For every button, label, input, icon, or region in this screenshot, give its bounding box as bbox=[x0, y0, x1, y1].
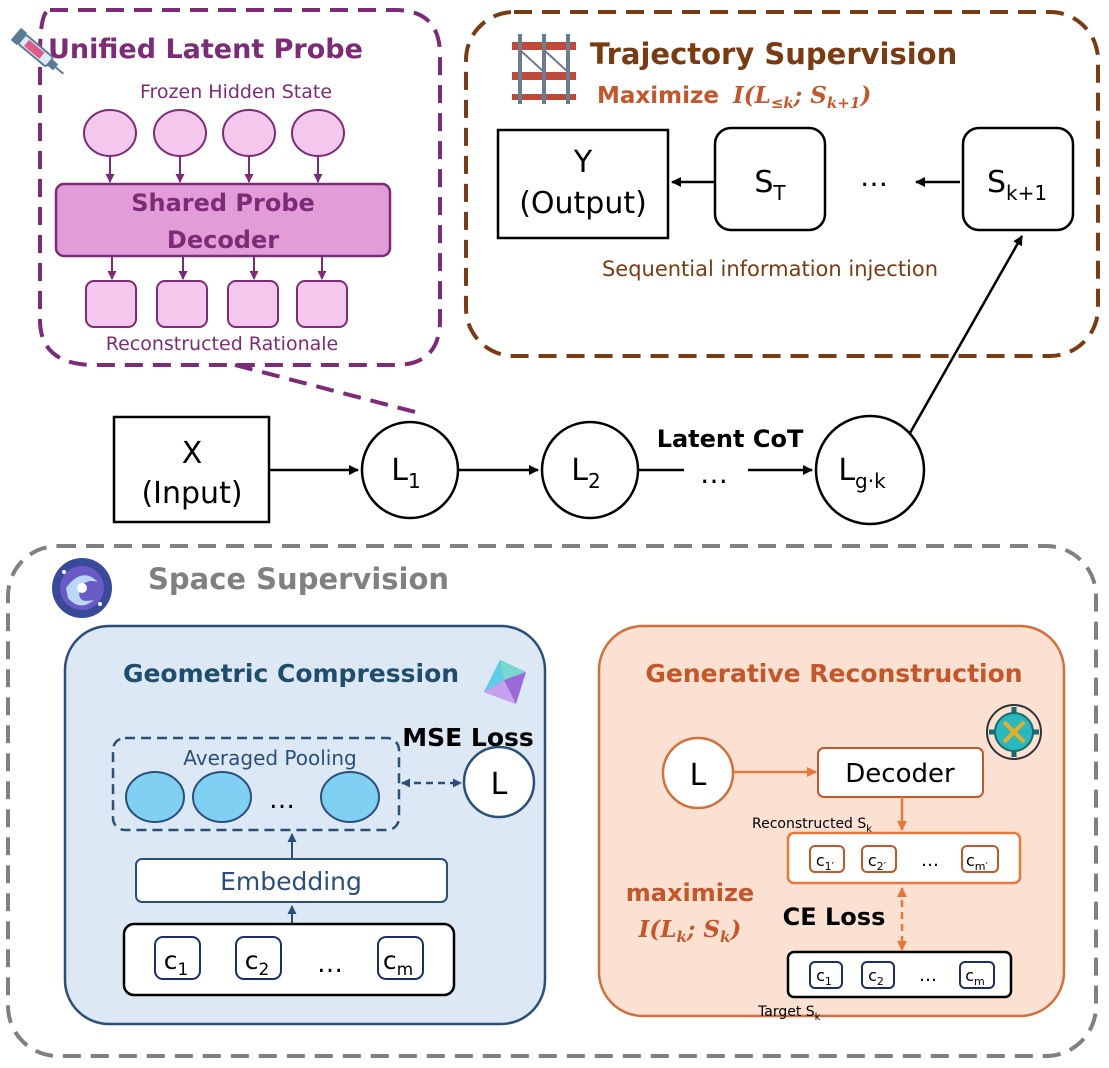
token-box bbox=[227, 280, 279, 328]
output-label-text: (Output) bbox=[519, 186, 647, 221]
frozen-hidden-state-label: Frozen Hidden State bbox=[140, 81, 332, 103]
reconstructed-token bbox=[809, 845, 845, 873]
l2-label: L2 bbox=[571, 453, 600, 493]
syringe-icon bbox=[10, 27, 64, 75]
target-sequence-box bbox=[786, 950, 1013, 999]
token-ellipsis: … bbox=[317, 949, 343, 979]
probe-callout-line bbox=[234, 363, 416, 414]
target-token bbox=[959, 961, 995, 989]
trajectory-title: Trajectory Supervision bbox=[590, 37, 957, 71]
reconstructed-token-label: c2′ bbox=[868, 851, 887, 873]
reconstructed-token-label: cm′ bbox=[966, 851, 989, 873]
generative-l-label: L bbox=[690, 758, 707, 793]
token-box bbox=[296, 280, 348, 328]
input-label-text: (Input) bbox=[141, 476, 242, 511]
output-label-y: Y bbox=[573, 145, 593, 180]
target-token-label: c1 bbox=[816, 966, 832, 988]
token-sequence-box bbox=[122, 922, 456, 997]
ce-loss-label: CE Loss bbox=[783, 903, 886, 931]
target-ellipsis: … bbox=[919, 965, 937, 986]
token-box bbox=[85, 280, 137, 328]
pooled-node bbox=[125, 771, 185, 823]
gear-tools-icon bbox=[986, 704, 1042, 760]
probe-panel: Unified Latent Probe Frozen Hidden State… bbox=[10, 8, 442, 414]
target-token-label: cm bbox=[965, 966, 985, 988]
latent-chain: X (Input) L1 L2 Latent CoT … Lg·k bbox=[112, 235, 1024, 526]
decoder-label-line1: Shared Probe bbox=[131, 189, 315, 217]
injection-label: Sequential information injection bbox=[602, 257, 938, 281]
input-label-x: X bbox=[182, 436, 203, 471]
pooling-label: Averaged Pooling bbox=[183, 746, 357, 770]
reconstructed-ellipsis: … bbox=[921, 850, 939, 871]
target-token-label: c2 bbox=[868, 966, 884, 988]
hidden-state-node bbox=[291, 109, 345, 157]
geometric-compression-panel: Geometric Compression Averaged Pooling …… bbox=[63, 624, 547, 1026]
galaxy-icon bbox=[52, 558, 112, 618]
frozen-hidden-states bbox=[83, 109, 345, 183]
lgk-label: Lg·k bbox=[838, 453, 886, 493]
reconstructed-token bbox=[861, 845, 897, 873]
token-c2 bbox=[235, 936, 282, 980]
generative-decoder-box bbox=[817, 747, 984, 798]
space-panel: Space Supervision Geometric Compression … bbox=[6, 544, 1098, 1058]
trajectory-panel: Trajectory Supervision Maximize I(L≤k; S… bbox=[464, 10, 1100, 358]
hidden-state-node bbox=[222, 109, 276, 157]
hidden-state-node bbox=[83, 109, 137, 157]
embedding-label: Embedding bbox=[220, 867, 362, 896]
output-box bbox=[496, 128, 670, 240]
reconstructed-token bbox=[961, 845, 999, 873]
l1-label: L1 bbox=[391, 453, 420, 493]
space-title: Space Supervision bbox=[148, 562, 449, 596]
st-label: ST bbox=[754, 165, 786, 205]
mse-loss-label: MSE Loss bbox=[402, 723, 534, 752]
generative-title: Generative Reconstruction bbox=[645, 659, 1022, 688]
generative-reconstruction-panel: Generative Reconstruction L Decoder bbox=[597, 624, 1066, 1023]
st-node bbox=[713, 126, 827, 232]
generative-decoder-label: Decoder bbox=[845, 759, 955, 789]
sk1-node bbox=[961, 126, 1075, 232]
scaffold-icon bbox=[512, 34, 576, 104]
geometric-l-node bbox=[462, 745, 536, 819]
sk1-label: Sk+1 bbox=[987, 165, 1047, 205]
reconstructed-sk-label: Reconstructed Sk bbox=[752, 816, 872, 835]
pooled-node bbox=[192, 771, 252, 823]
target-token bbox=[861, 961, 895, 989]
prism-icon bbox=[484, 660, 526, 704]
generative-maximize-word: maximize bbox=[626, 879, 754, 907]
trajectory-ellipsis: … bbox=[860, 160, 888, 193]
hidden-state-node bbox=[153, 109, 207, 157]
shared-probe-decoder bbox=[54, 182, 392, 258]
geometric-title: Geometric Compression bbox=[123, 659, 459, 688]
token-box bbox=[156, 280, 208, 328]
generative-l-node bbox=[661, 736, 735, 810]
trajectory-maximize-formula: I(L≤k; Sk+1) bbox=[732, 82, 871, 112]
pooling-box bbox=[111, 736, 401, 832]
trajectory-maximize-word: Maximize bbox=[597, 83, 719, 109]
target-sk-label: Target Sk bbox=[757, 1004, 821, 1023]
generative-mi-formula: I(Lk; Sk) bbox=[638, 916, 742, 946]
reconstructed-tokens bbox=[85, 256, 348, 328]
token-cm-label: cm bbox=[383, 946, 413, 980]
reconstructed-token-label: c1′ bbox=[816, 851, 835, 873]
input-box bbox=[112, 415, 271, 524]
token-c1 bbox=[154, 936, 201, 980]
decoder-label-line2: Decoder bbox=[167, 226, 279, 254]
token-c2-label: c2 bbox=[245, 946, 270, 980]
pooling-ellipsis: … bbox=[269, 785, 295, 815]
chain-ellipsis: … bbox=[700, 457, 728, 490]
latent-cot-label: Latent CoT bbox=[657, 425, 804, 453]
geometric-l-label: L bbox=[491, 767, 508, 802]
reconstructed-sequence-box bbox=[786, 831, 1022, 885]
target-token bbox=[809, 961, 843, 989]
pooled-node bbox=[320, 771, 380, 823]
probe-title: Unified Latent Probe bbox=[48, 34, 363, 65]
embedding-box bbox=[135, 858, 448, 903]
latent-node-lgk bbox=[814, 414, 926, 526]
reconstructed-rationale-label: Reconstructed Rationale bbox=[106, 333, 338, 355]
token-c1-label: c1 bbox=[164, 946, 189, 980]
token-cm bbox=[377, 936, 424, 980]
